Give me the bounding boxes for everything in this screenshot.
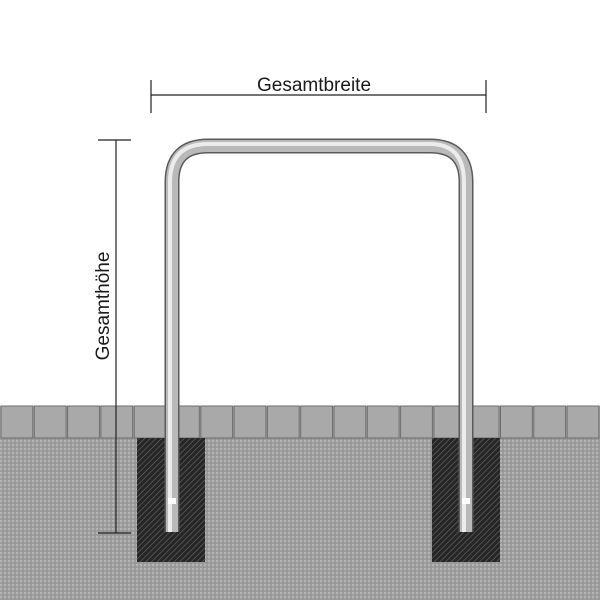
bicycle-stand-u-bar-icon [164, 138, 474, 532]
paver-stone [200, 405, 234, 439]
width-dimension: Gesamtbreite [150, 75, 487, 113]
paver-stone [300, 405, 334, 439]
paver-row [0, 405, 600, 439]
height-dimension: Gesamthöhe [93, 139, 131, 534]
paver-stone [333, 405, 367, 439]
paver-stone [500, 405, 533, 439]
paver-stone [0, 405, 34, 439]
paver-stone [266, 405, 300, 439]
height-label: Gesamthöhe [93, 252, 114, 361]
paver-stone [366, 405, 400, 439]
paver-stone [233, 405, 267, 439]
width-label: Gesamtbreite [257, 75, 371, 96]
paver-stone [67, 405, 100, 439]
paver-stone [133, 405, 167, 439]
paver-stone [100, 405, 134, 439]
paver-stone [566, 405, 600, 439]
paver-stone [33, 405, 67, 439]
ground-soil [0, 438, 600, 600]
paver-stone [533, 405, 567, 439]
paver-stone [400, 405, 433, 439]
